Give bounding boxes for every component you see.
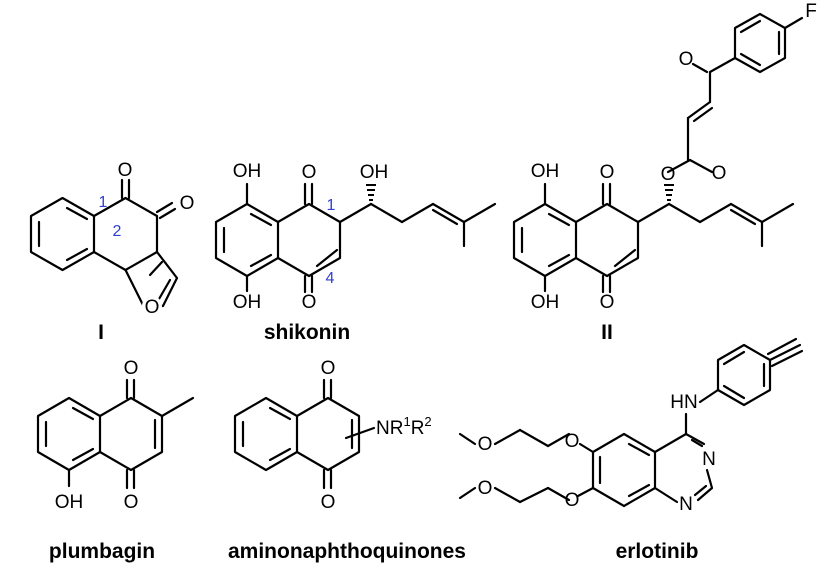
plumbagin-bonds <box>36 378 195 490</box>
erlotinib-bonds <box>458 337 804 508</box>
erlotinib-methoxy-oxygen-1: O <box>478 434 493 455</box>
nr-group-superscript-2: 2 <box>424 414 431 429</box>
compound-II-ester-oxygen: O <box>661 164 676 185</box>
compound-II-caption: II <box>601 321 613 344</box>
shikonin-oh-side: OH <box>360 162 389 183</box>
nr-group-r: R <box>411 418 425 439</box>
nr-group-nr: NR <box>376 418 403 439</box>
compound-I-caption: I <box>98 321 104 344</box>
compound-I-oxygen-2: O <box>180 193 195 214</box>
compound-II-fluorine: F <box>805 1 817 22</box>
erlotinib-oxygen-6: O <box>565 431 580 452</box>
compound-aminonaphthoquinones: O O NR1R2 aminonaphthoquinones <box>228 358 466 563</box>
plumbagin-caption: plumbagin <box>49 540 155 563</box>
plumbagin-oxygen-4: O <box>124 492 139 513</box>
compound-I-locant-2: 2 <box>113 223 122 240</box>
aminonaphthoquinones-oxygen-4: O <box>321 492 336 513</box>
shikonin-oxygen-1: O <box>302 162 317 183</box>
shikonin-locant-1: 1 <box>327 197 336 214</box>
aminonaphthoquinones-oxygen-1: O <box>321 358 336 379</box>
compound-II-oh-bottom: OH <box>531 292 560 313</box>
compound-shikonin: OH OH O O OH 1 4 shikonin <box>214 161 497 344</box>
shikonin-caption: shikonin <box>264 321 350 344</box>
compound-erlotinib: HN N N O O O O erlotinib <box>458 337 804 563</box>
compound-II-carbonyl-oxygen: O <box>712 163 727 184</box>
compound-I: O O O 1 2 I <box>29 160 195 344</box>
erlotinib-oxygen-7: O <box>565 490 580 511</box>
erlotinib-n3: N <box>679 494 693 515</box>
shikonin-bonds <box>214 182 497 294</box>
plumbagin-oxygen-1: O <box>124 358 139 379</box>
erlotinib-caption: erlotinib <box>616 540 699 563</box>
compound-II-ketone-oxygen: O <box>679 49 694 70</box>
erlotinib-hn: HN <box>670 392 697 413</box>
shikonin-locant-4: 4 <box>326 270 335 287</box>
compound-II-bonds <box>512 12 804 294</box>
shikonin-hashed-bond <box>366 184 376 201</box>
compound-II: O F O O OH OH O O II <box>512 1 817 344</box>
compound-I-bonds <box>29 178 179 308</box>
aminonaphthoquinones-nr-group: NR1R2 <box>376 414 432 439</box>
compound-plumbagin: O O OH plumbagin <box>36 358 195 563</box>
plumbagin-oh: OH <box>55 492 84 513</box>
compound-II-oxygen-4: O <box>600 292 615 313</box>
compound-II-oh-top: OH <box>531 161 560 182</box>
compound-I-locant-1: 1 <box>99 194 108 211</box>
aminonaphthoquinones-bonds <box>233 378 376 490</box>
shikonin-oh-bottom: OH <box>233 292 262 313</box>
compound-II-oxygen-1: O <box>600 162 615 183</box>
aminonaphthoquinones-caption: aminonaphthoquinones <box>228 540 466 563</box>
shikonin-oh-top: OH <box>233 161 262 182</box>
compound-I-oxygen-1: O <box>118 160 133 181</box>
shikonin-oxygen-4: O <box>302 292 317 313</box>
compound-I-furan-oxygen: O <box>145 297 160 318</box>
erlotinib-n1: N <box>702 449 716 470</box>
erlotinib-methoxy-oxygen-2: O <box>478 478 493 499</box>
compound-II-hashed-bond <box>664 184 674 201</box>
nr-group-superscript-1: 1 <box>403 414 410 429</box>
